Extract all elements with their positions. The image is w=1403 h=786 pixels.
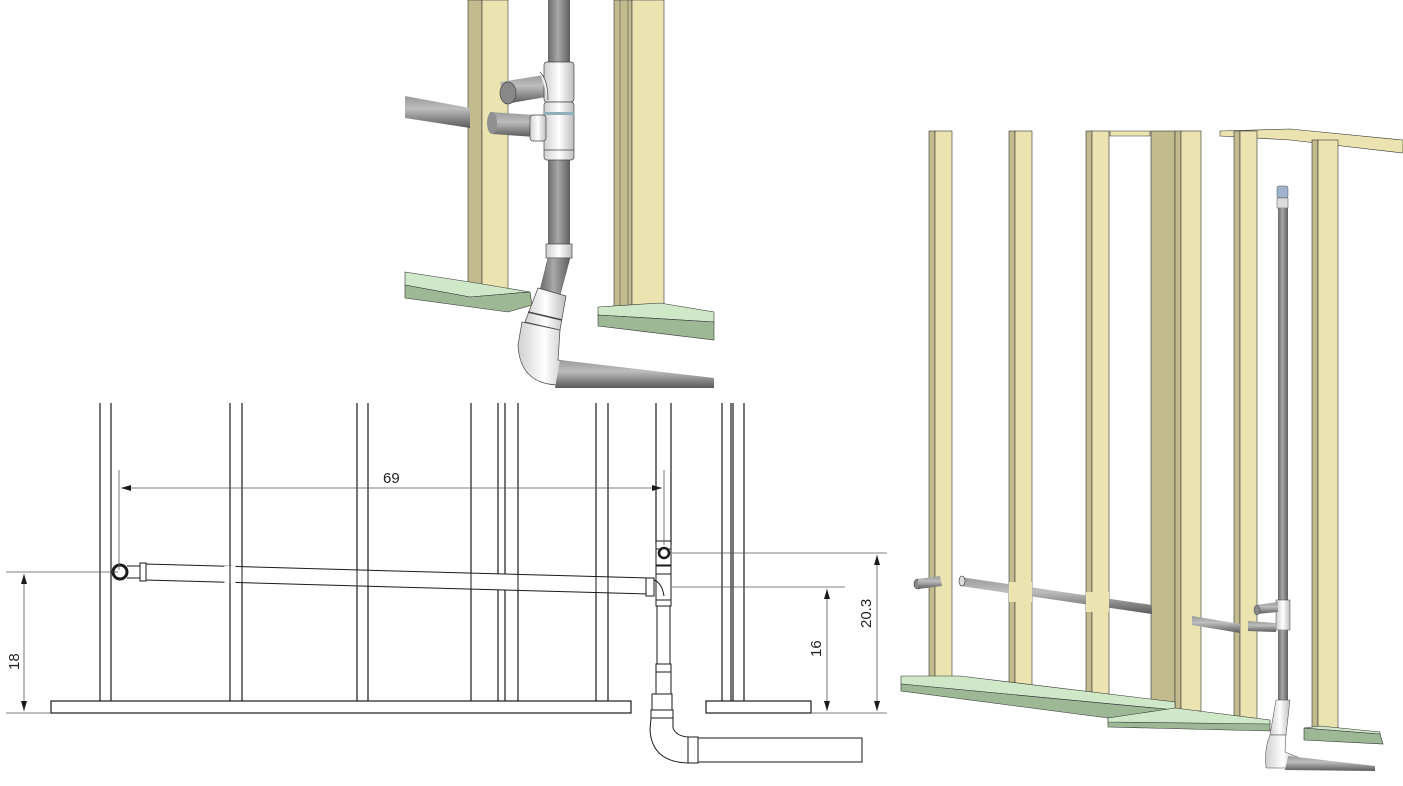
bend-outlet-pipe	[555, 360, 714, 388]
lower-side-inlet	[490, 112, 535, 137]
detail-bottom-plates	[404, 271, 715, 341]
plate-right-top	[597, 302, 715, 323]
upper-tee-fitting	[543, 61, 575, 103]
stud-left-face	[481, 0, 509, 291]
horizontal-drain-pipe	[405, 96, 470, 128]
stud-right-face	[631, 0, 665, 311]
coupling	[545, 243, 573, 259]
offset-pipe	[539, 257, 571, 296]
stack-mid	[548, 160, 570, 248]
detail-pipes	[405, 0, 714, 388]
stack-upper	[548, 0, 570, 70]
stud-right-side	[613, 0, 633, 311]
lower-tee-fitting	[543, 101, 575, 161]
stud-left	[467, 0, 483, 291]
detail-studs	[467, 0, 665, 311]
upper-inlet-opening	[499, 81, 517, 105]
plate-right-side	[597, 314, 715, 341]
